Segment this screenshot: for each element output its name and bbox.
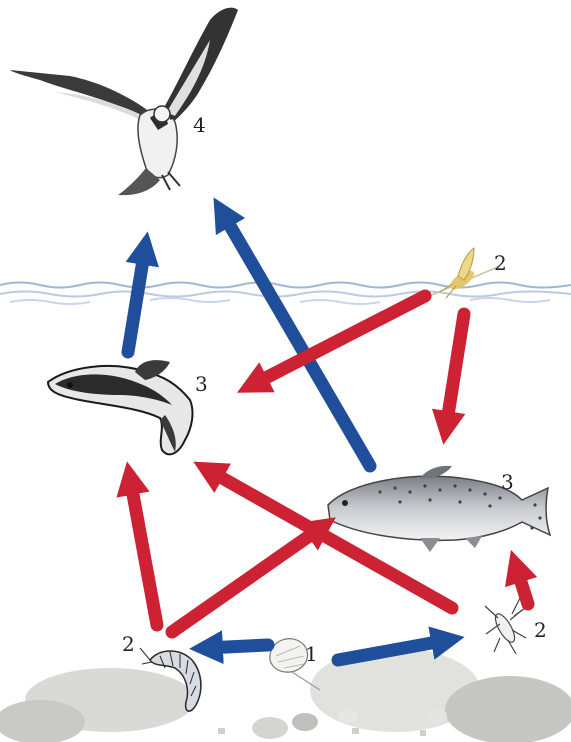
arrow-nymph-to-trout [516, 566, 528, 604]
level-label-scud: 2 [122, 632, 135, 656]
water-surface [0, 283, 571, 305]
arrow-scud-to-sculpin [130, 478, 157, 625]
arrow-algae-to-scud [206, 645, 268, 648]
arrow-sculpin-to-osprey [128, 248, 145, 352]
osprey-illustration [10, 8, 238, 195]
level-label-osprey: 4 [193, 113, 206, 137]
level-label-sculpin: 3 [195, 372, 208, 396]
trout-illustration [328, 466, 550, 552]
level-label-nymph: 2 [534, 618, 547, 642]
level-label-algae: 1 [305, 642, 318, 666]
level-label-trout: 3 [501, 470, 514, 494]
arrow-scud-to-trout [172, 527, 322, 632]
nymph-illustration [485, 598, 528, 654]
trophic-level-labels: 4 2 3 3 2 1 2 [122, 113, 547, 666]
arrow-mayfly-to-trout [446, 314, 464, 428]
sculpin-illustration [48, 360, 192, 454]
level-label-mayfly-adult: 2 [494, 251, 507, 275]
